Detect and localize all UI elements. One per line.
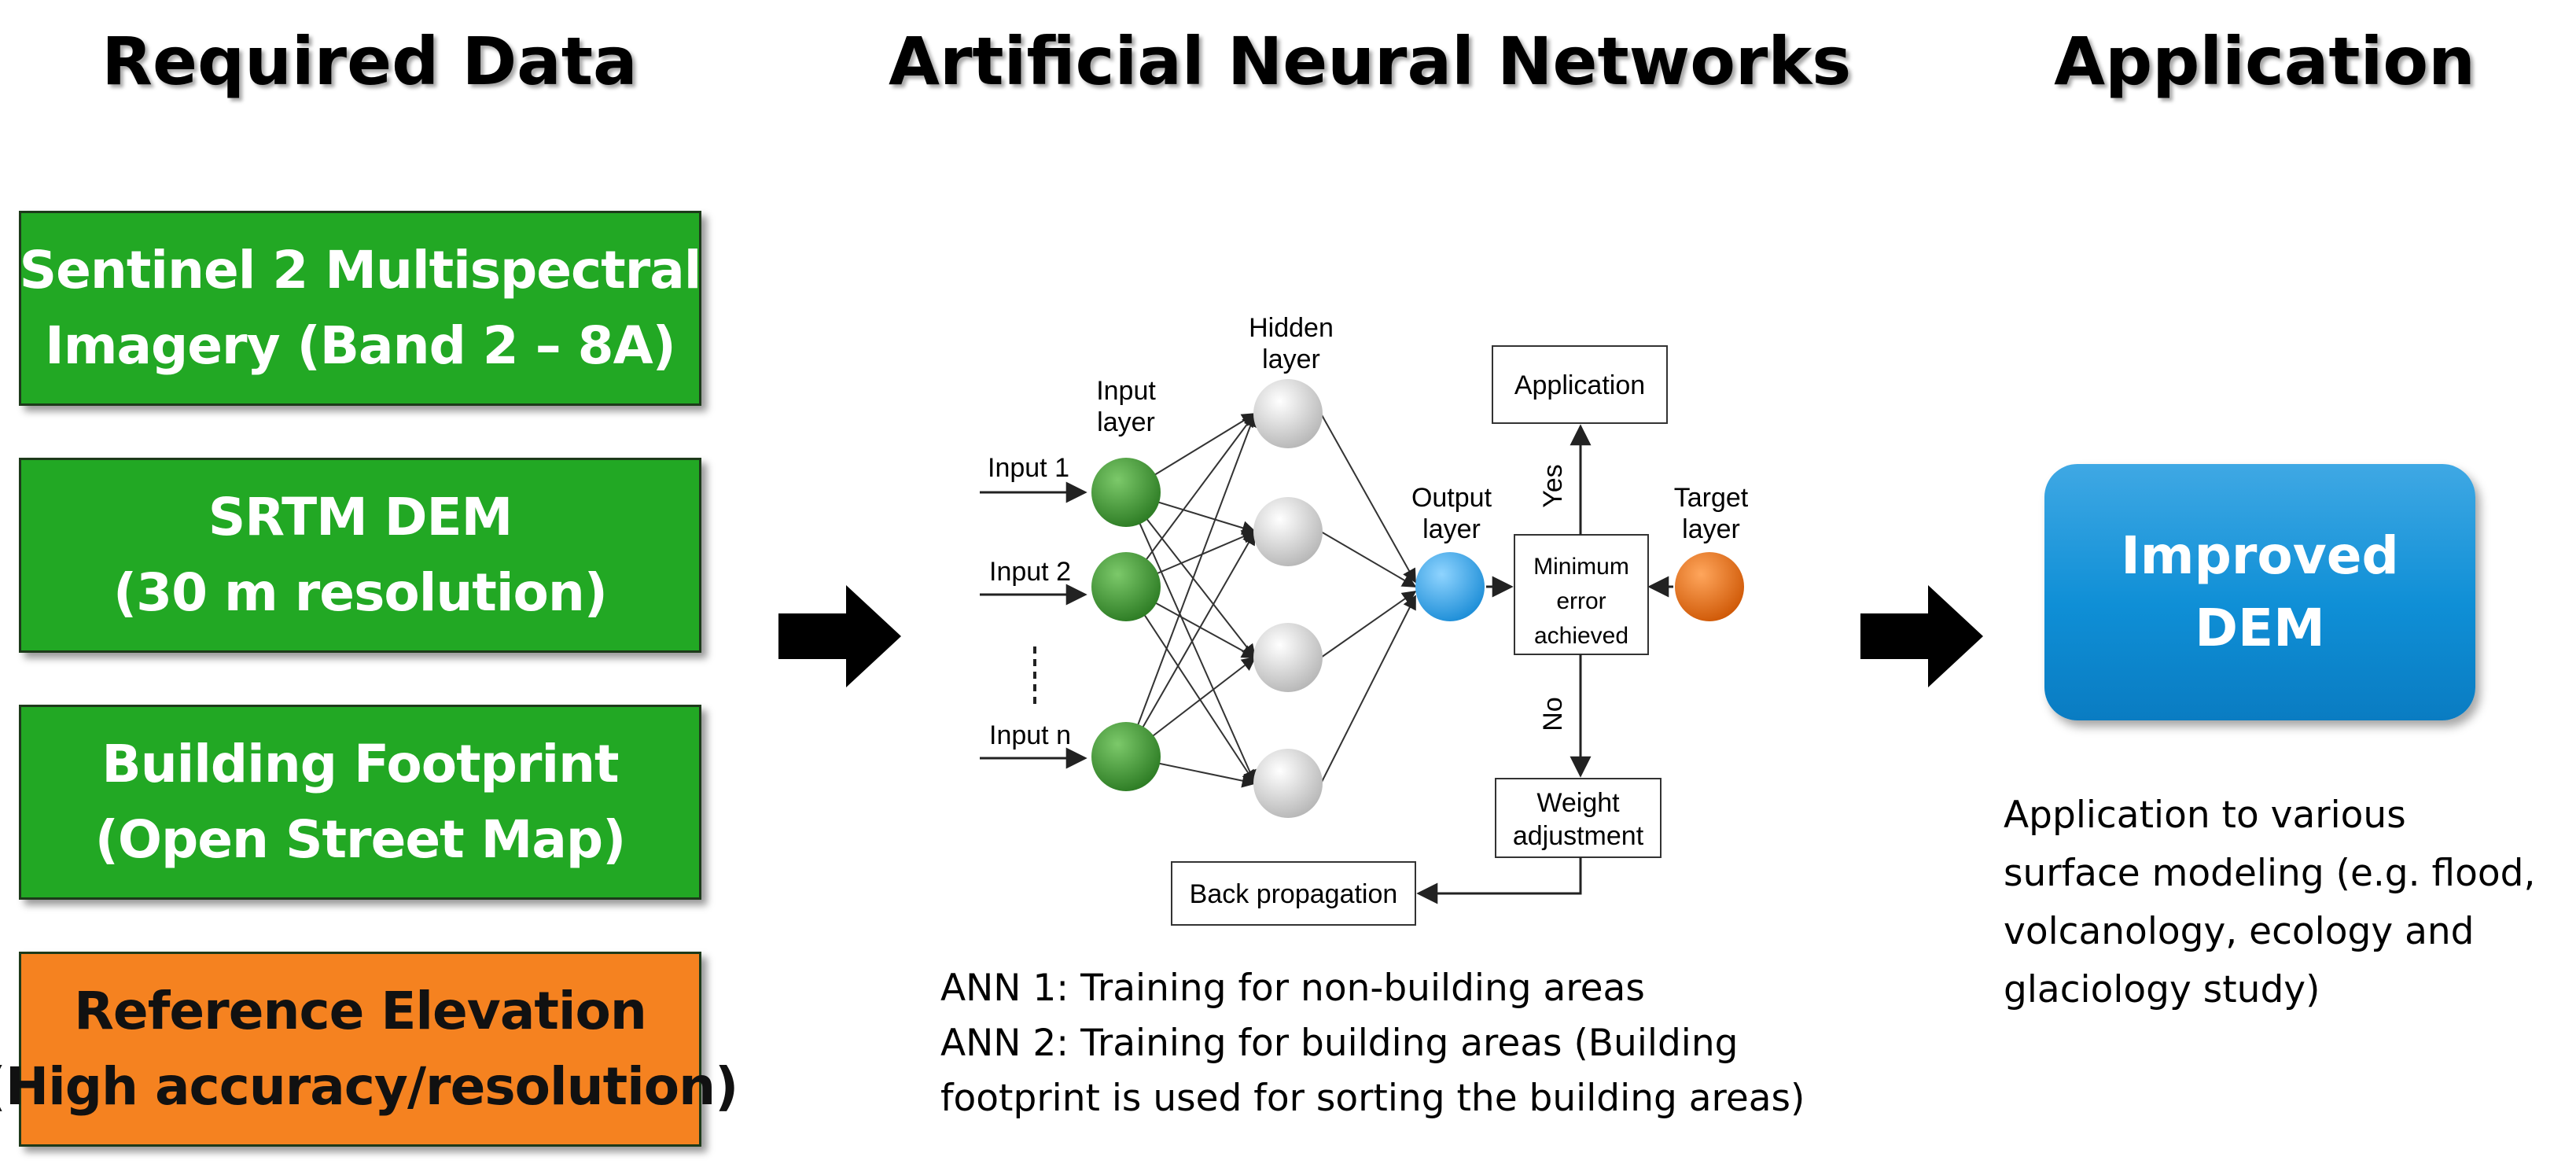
improved-dem-box: Improved DEM xyxy=(2044,464,2475,720)
data-box-line: Reference Elevation xyxy=(74,981,647,1041)
output-node xyxy=(1415,552,1485,621)
app-desc-line: surface modeling (e.g. flood, xyxy=(2004,852,2536,895)
note-line: ANN 1: Training for non-building areas xyxy=(940,967,1645,1010)
note-line: ANN 2: Training for building areas (Buil… xyxy=(940,1022,1739,1065)
heading-ann: Artificial Neural Networks xyxy=(889,23,1852,100)
application-box-label: Application xyxy=(1514,370,1645,400)
data-box-line: (Open Street Map) xyxy=(94,809,627,870)
data-box-line: (30 m resolution) xyxy=(113,562,608,623)
heading-application: Application xyxy=(2054,23,2475,100)
yes-label: Yes xyxy=(1538,464,1568,507)
hidden-node xyxy=(1253,497,1323,566)
weight-adjustment-box xyxy=(1495,778,1662,858)
input-node xyxy=(1091,552,1161,621)
data-box-line: Sentinel 2 Multispectral xyxy=(19,240,702,300)
input-label: Input n xyxy=(989,720,1071,750)
data-box-line: (High accuracy/resolution) xyxy=(0,1056,738,1117)
data-box-line: Imagery (Band 2 – 8A) xyxy=(45,315,676,376)
note-line: footprint is used for sorting the buildi… xyxy=(940,1077,1805,1120)
hidden-node xyxy=(1253,749,1323,818)
result-line: Improved xyxy=(2121,525,2399,586)
hidden-node xyxy=(1253,623,1323,692)
hidden-node xyxy=(1253,379,1323,448)
arrow-right-icon xyxy=(778,585,901,687)
back-propagation-label: Back propagation xyxy=(1190,879,1398,909)
arrow-right-icon xyxy=(1860,585,1983,687)
input-arrows xyxy=(980,481,1087,769)
data-box-srtm: SRTM DEM (30 m resolution) xyxy=(19,458,701,653)
back-propagation-box xyxy=(1171,861,1416,926)
data-box-line: SRTM DEM xyxy=(208,487,513,547)
app-desc-line: volcanology, ecology and xyxy=(2004,910,2475,953)
ann-notes: ANN 1: Training for non-building areas A… xyxy=(940,961,1805,1126)
input-hidden-connections xyxy=(1125,412,1257,788)
application-box xyxy=(1492,345,1668,424)
min-error-box xyxy=(1514,534,1649,655)
data-box-sentinel: Sentinel 2 Multispectral Imagery (Band 2… xyxy=(19,211,701,406)
app-desc-line: Application to various xyxy=(2004,794,2406,837)
data-box-building-footprint: Building Footprint (Open Street Map) xyxy=(19,705,701,900)
input-label: Input 2 xyxy=(989,557,1071,587)
heading-required-data: Required Data xyxy=(101,23,638,100)
input-node xyxy=(1091,458,1161,527)
result-line: DEM xyxy=(2195,598,2325,658)
no-label: No xyxy=(1538,697,1568,731)
input-node xyxy=(1091,722,1161,791)
data-box-line: Building Footprint xyxy=(101,734,619,794)
target-node xyxy=(1675,552,1744,621)
data-box-reference-elevation: Reference Elevation (High accuracy/resol… xyxy=(0,952,738,1147)
feedback-arrow xyxy=(1416,857,1582,904)
hidden-output-connections xyxy=(1320,413,1417,784)
application-description: Application to various surface modeling … xyxy=(2004,786,2535,1019)
app-desc-line: glaciology study) xyxy=(2004,968,2320,1011)
input-label: Input 1 xyxy=(988,453,1069,483)
